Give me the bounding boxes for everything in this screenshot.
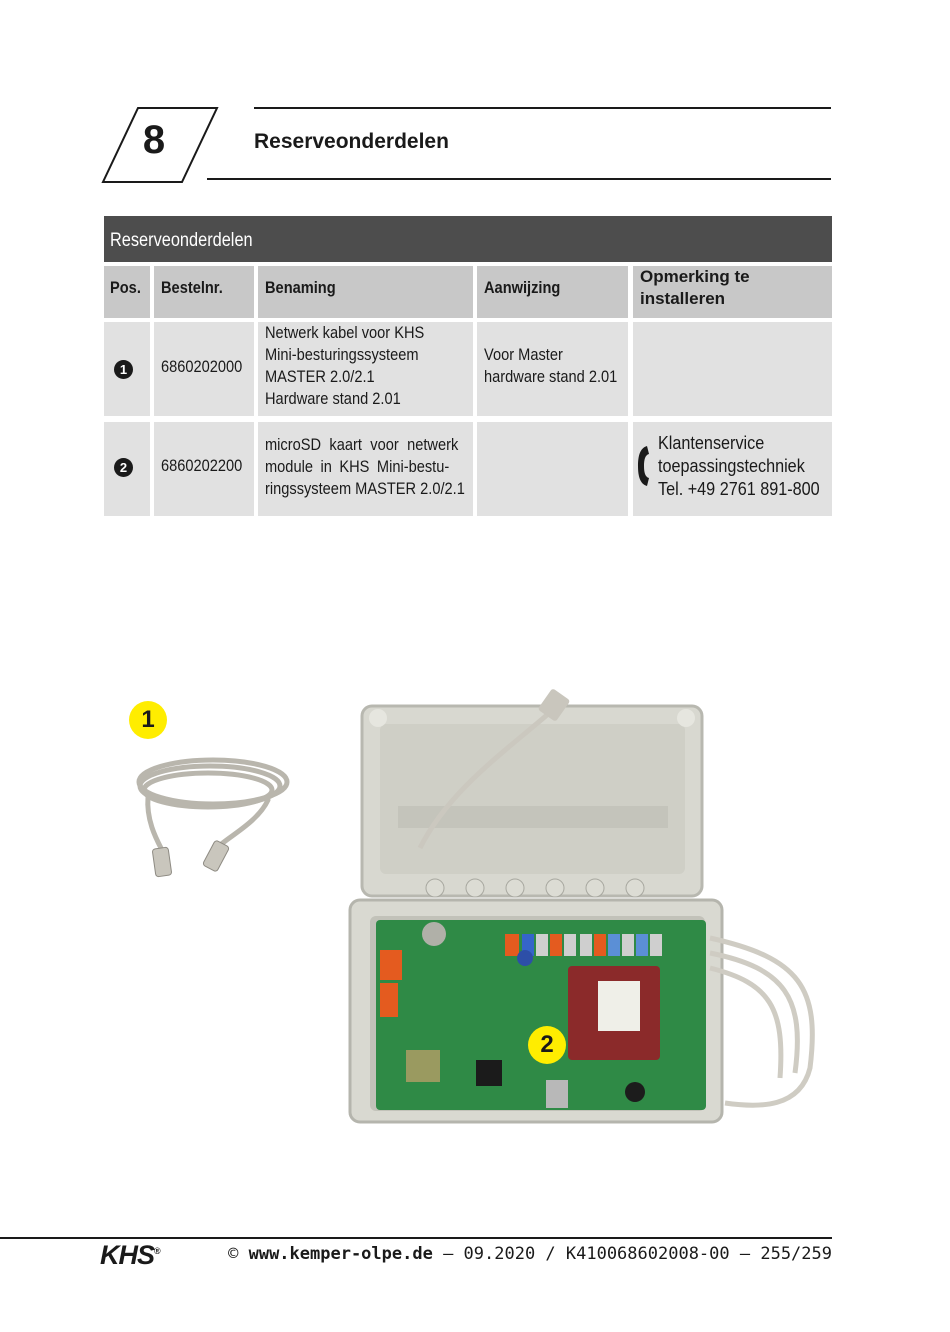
khs-logo-text: KHS xyxy=(100,1240,155,1270)
row1-note-line: Voor Master xyxy=(484,345,563,364)
row2-name-line: ringssysteem MASTER 2.0/2.1 xyxy=(265,479,465,498)
row1-order-no: 6860202000 xyxy=(154,322,254,416)
col-header-name: Benaming xyxy=(258,266,473,318)
table-title: Reserveonderdelen xyxy=(104,216,832,262)
col-header-name-label: Benaming xyxy=(265,278,336,297)
khs-logo: KHS® xyxy=(100,1240,161,1271)
row1-remark xyxy=(633,322,832,416)
header-top-rule xyxy=(254,107,831,109)
footer-copyright: © xyxy=(228,1244,239,1264)
row1-pos: 1 xyxy=(104,322,150,416)
phone-icon xyxy=(638,446,649,486)
row2-pos: 2 xyxy=(104,422,150,516)
row2-name-line: module in KHS Mini-bestu- xyxy=(265,457,450,476)
col-header-pos-label: Pos. xyxy=(110,278,141,297)
row1-note: Voor Master hardware stand 2.01 xyxy=(477,322,628,416)
callout-1: 1 xyxy=(129,701,167,739)
chapter-number-frame xyxy=(101,107,219,183)
row2-note xyxy=(477,422,628,516)
controller-box-photo xyxy=(348,689,815,1124)
callout-2: 2 xyxy=(528,1026,566,1064)
row2-remark-line: Tel. +49 2761 891-800 xyxy=(658,479,820,499)
row2-order-no: 6860202200 xyxy=(154,422,254,516)
footer-text: © www.kemper-olpe.de – 09.2020 / K410068… xyxy=(228,1244,832,1264)
footer-info: – 09.2020 / K410068602008-00 – 255/259 xyxy=(432,1244,832,1264)
row1-name-line: Mini-besturingssysteem xyxy=(265,345,419,364)
chapter-number: 8 xyxy=(142,118,166,162)
col-header-order-no: Bestelnr. xyxy=(154,266,254,318)
row1-note-line: hardware stand 2.01 xyxy=(484,367,618,386)
col-header-remark-label: Opmerking te installeren xyxy=(640,267,750,308)
row1-name: Netwerk kabel voor KHS Mini-besturingssy… xyxy=(258,322,473,416)
col-header-note: Aanwijzing xyxy=(477,266,628,318)
row2-order-no-text: 6860202200 xyxy=(161,456,243,475)
row2-remark-line: Klantenservice xyxy=(658,433,765,453)
header-bottom-rule xyxy=(207,178,831,180)
chapter-title: Reserveonderdelen xyxy=(254,130,449,153)
khs-logo-mark: ® xyxy=(154,1246,161,1256)
row2-remark: Klantenservice toepassingstechniek Tel. … xyxy=(633,422,832,516)
footer-url[interactable]: www.kemper-olpe.de xyxy=(248,1244,433,1264)
table-title-text: Reserveonderdelen xyxy=(110,230,253,251)
footer-rule xyxy=(0,1237,832,1239)
col-header-remark: Opmerking te installeren xyxy=(633,266,832,318)
row1-name-line: Hardware stand 2.01 xyxy=(265,389,401,408)
row2-remark-line: toepassingstechniek xyxy=(658,456,805,476)
col-header-note-label: Aanwijzing xyxy=(484,278,561,297)
col-header-order-no-label: Bestelnr. xyxy=(161,278,223,297)
row2-name: microSD kaart voor netwerk module in KHS… xyxy=(258,422,473,516)
row2-pos-badge: 2 xyxy=(114,458,133,477)
network-cable-photo xyxy=(136,757,290,878)
row2-name-line: microSD kaart voor netwerk xyxy=(265,435,459,454)
row1-order-no-text: 6860202000 xyxy=(161,357,243,376)
row1-name-line: Netwerk kabel voor KHS xyxy=(265,323,425,342)
row1-name-line: MASTER 2.0/2.1 xyxy=(265,367,375,386)
row1-pos-badge: 1 xyxy=(114,360,133,379)
col-header-pos: Pos. xyxy=(104,266,150,318)
